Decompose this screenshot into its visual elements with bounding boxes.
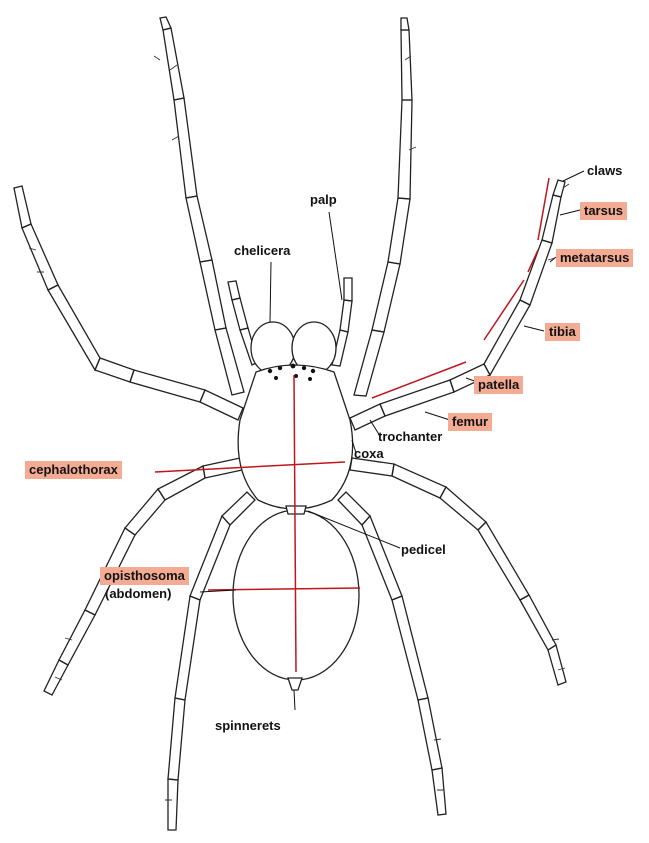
leg-4-right xyxy=(338,492,446,815)
leg-1-right xyxy=(354,18,412,396)
label-palp: palp xyxy=(310,192,337,208)
label-metatarsus: metatarsus xyxy=(556,249,633,267)
label-patella: patella xyxy=(474,376,523,394)
label-chelicera: chelicera xyxy=(234,243,290,259)
label-coxa: coxa xyxy=(354,446,384,462)
label-claws: claws xyxy=(587,163,622,179)
label-trochanter: trochanter xyxy=(378,429,442,445)
label-abdomen: (abdomen) xyxy=(105,586,171,602)
spinnerets-shape xyxy=(288,678,302,690)
label-pedicel: pedicel xyxy=(401,542,446,558)
label-opisthosoma: opisthosoma xyxy=(100,567,189,585)
label-femur: femur xyxy=(448,413,492,431)
leg-1-left xyxy=(160,17,244,395)
label-cephalothorax: cephalothorax xyxy=(25,461,122,479)
label-tibia: tibia xyxy=(545,323,580,341)
leg-2-right xyxy=(350,180,565,430)
pedicel-shape xyxy=(286,506,306,514)
leg-3-right xyxy=(350,458,566,685)
label-spinnerets: spinnerets xyxy=(215,718,281,734)
label-tarsus: tarsus xyxy=(580,202,627,220)
leg-4-left xyxy=(168,492,255,830)
